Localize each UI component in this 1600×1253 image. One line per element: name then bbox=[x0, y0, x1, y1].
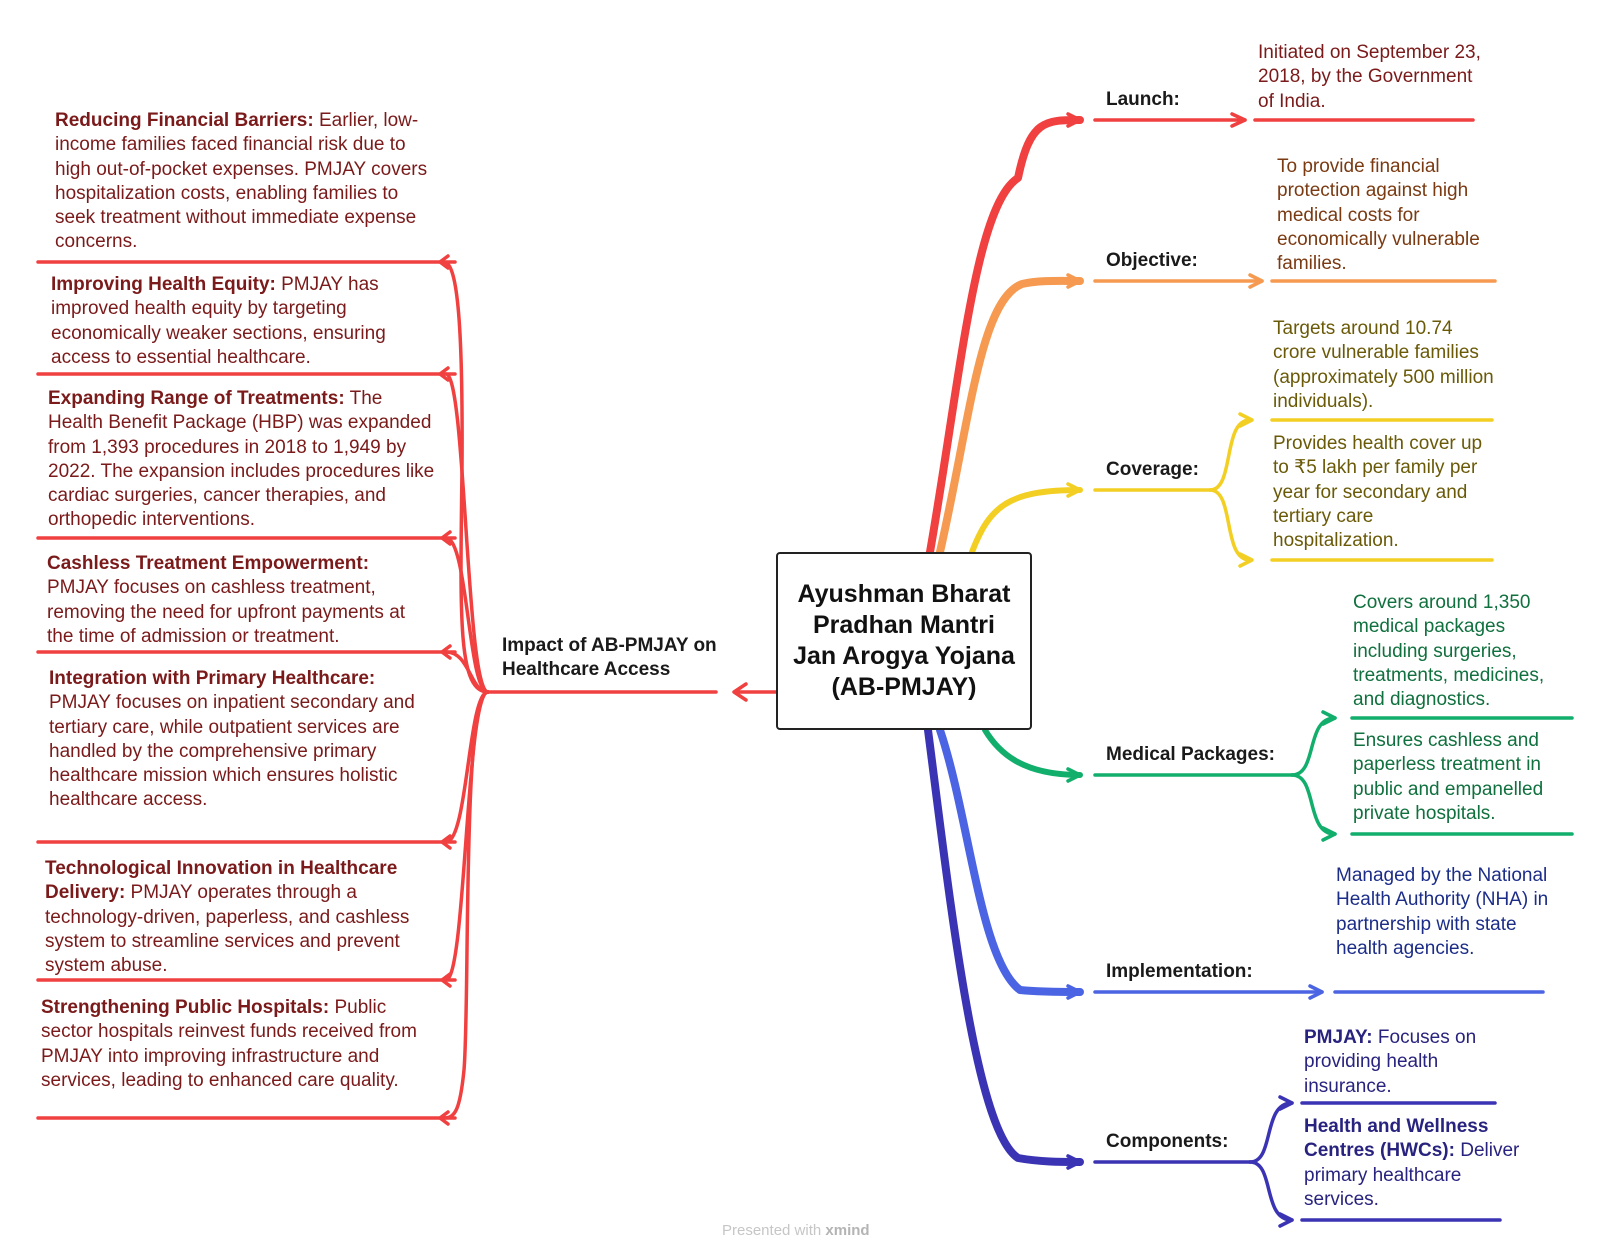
watermark-brand: xmind bbox=[825, 1222, 870, 1239]
impact-item-text: Public sector hospitals reinvest funds r… bbox=[41, 997, 417, 1091]
component-text: Focuses on providing health insurance. bbox=[1304, 1027, 1477, 1097]
impact-item-text: PMJAY operates through a technology-driv… bbox=[45, 882, 410, 977]
objective-connectors bbox=[936, 273, 1497, 556]
coverage-connectors bbox=[969, 412, 1494, 568]
medical-connectors bbox=[982, 710, 1574, 842]
impact-connectors bbox=[36, 254, 778, 1126]
branch-label-coverage[interactable]: Coverage: bbox=[1106, 459, 1199, 480]
impact-item-title: Expanding Range of Treatments: bbox=[48, 388, 345, 409]
branch-label-objective[interactable]: Objective: bbox=[1106, 250, 1198, 271]
coverage-detail-target[interactable]: Targets around 10.74 crore vulnerable fa… bbox=[1273, 318, 1494, 412]
impact-item-range-of-treatments[interactable]: Expanding Range of Treatments: The Healt… bbox=[48, 387, 436, 533]
impact-item-primary-healthcare[interactable]: Integration with Primary Healthcare: PMJ… bbox=[49, 667, 427, 813]
implementation-detail[interactable]: Managed by the National Health Authority… bbox=[1336, 865, 1549, 959]
implementation-connectors bbox=[936, 726, 1545, 1000]
objective-detail[interactable]: To provide financial protection against … bbox=[1277, 156, 1480, 275]
component-text: Deliver primary healthcare services. bbox=[1304, 1140, 1520, 1210]
component-pmjay[interactable]: PMJAY: Focuses on providing health insur… bbox=[1304, 1026, 1524, 1099]
impact-item-title: Cashless Treatment Empowerment: bbox=[47, 553, 370, 574]
branch-label-medical-packages[interactable]: Medical Packages: bbox=[1106, 744, 1275, 765]
impact-item-text: PMJAY focuses on inpatient secondary and… bbox=[49, 692, 415, 811]
central-topic-title: Ayushman Bharat Pradhan Mantri Jan Arogy… bbox=[793, 580, 1015, 701]
launch-detail[interactable]: Initiated on September 23, 2018, by the … bbox=[1258, 42, 1481, 112]
impact-item-title: Technological Innovation in Healthcare D… bbox=[45, 858, 398, 904]
component-title: Health and Wellness Centres (HWCs): bbox=[1304, 1116, 1489, 1162]
central-topic[interactable]: Ayushman Bharat Pradhan Mantri Jan Arogy… bbox=[776, 552, 1032, 730]
branch-label-implementation[interactable]: Implementation: bbox=[1106, 961, 1253, 982]
branch-label-components[interactable]: Components: bbox=[1106, 1131, 1229, 1152]
impact-item-title: Integration with Primary Healthcare: bbox=[49, 668, 376, 689]
impact-item-financial-barriers[interactable]: Reducing Financial Barriers: Earlier, lo… bbox=[55, 109, 433, 255]
impact-item-technological-innovation[interactable]: Technological Innovation in Healthcare D… bbox=[45, 857, 423, 978]
watermark-prefix: Presented with bbox=[722, 1222, 826, 1239]
impact-label[interactable]: Impact of AB-PMJAY on Healthcare Access bbox=[502, 635, 717, 680]
impact-item-title: Reducing Financial Barriers: bbox=[55, 110, 314, 131]
impact-item-title: Strengthening Public Hospitals: bbox=[41, 997, 330, 1018]
impact-item-cashless-treatment[interactable]: Cashless Treatment Empowerment: PMJAY fo… bbox=[47, 552, 429, 649]
component-title: PMJAY: bbox=[1304, 1027, 1373, 1048]
impact-item-public-hospitals[interactable]: Strengthening Public Hospitals: Public s… bbox=[41, 996, 431, 1093]
watermark: Presented with xmind bbox=[722, 1222, 870, 1239]
branch-label-launch[interactable]: Launch: bbox=[1106, 89, 1180, 110]
impact-item-text: PMJAY has improved health equity by targ… bbox=[51, 274, 386, 368]
impact-item-text: PMJAY focuses on cashless treatment, rem… bbox=[47, 577, 406, 647]
impact-item-text: Earlier, low-income families faced finan… bbox=[55, 110, 428, 253]
component-hwc[interactable]: Health and Wellness Centres (HWCs): Deli… bbox=[1304, 1115, 1524, 1212]
coverage-detail-cover[interactable]: Provides health cover up to ₹5 lakh per … bbox=[1273, 433, 1483, 552]
components-connectors bbox=[924, 726, 1502, 1228]
impact-item-text: The Health Benefit Package (HBP) was exp… bbox=[48, 388, 435, 531]
impact-item-health-equity[interactable]: Improving Health Equity: PMJAY has impro… bbox=[51, 273, 433, 370]
impact-item-title: Improving Health Equity: bbox=[51, 274, 276, 295]
medical-detail-packages[interactable]: Covers around 1,350 medical packages inc… bbox=[1353, 592, 1545, 711]
medical-detail-cashless[interactable]: Ensures cashless and paperless treatment… bbox=[1353, 730, 1544, 824]
launch-connectors bbox=[926, 112, 1475, 556]
